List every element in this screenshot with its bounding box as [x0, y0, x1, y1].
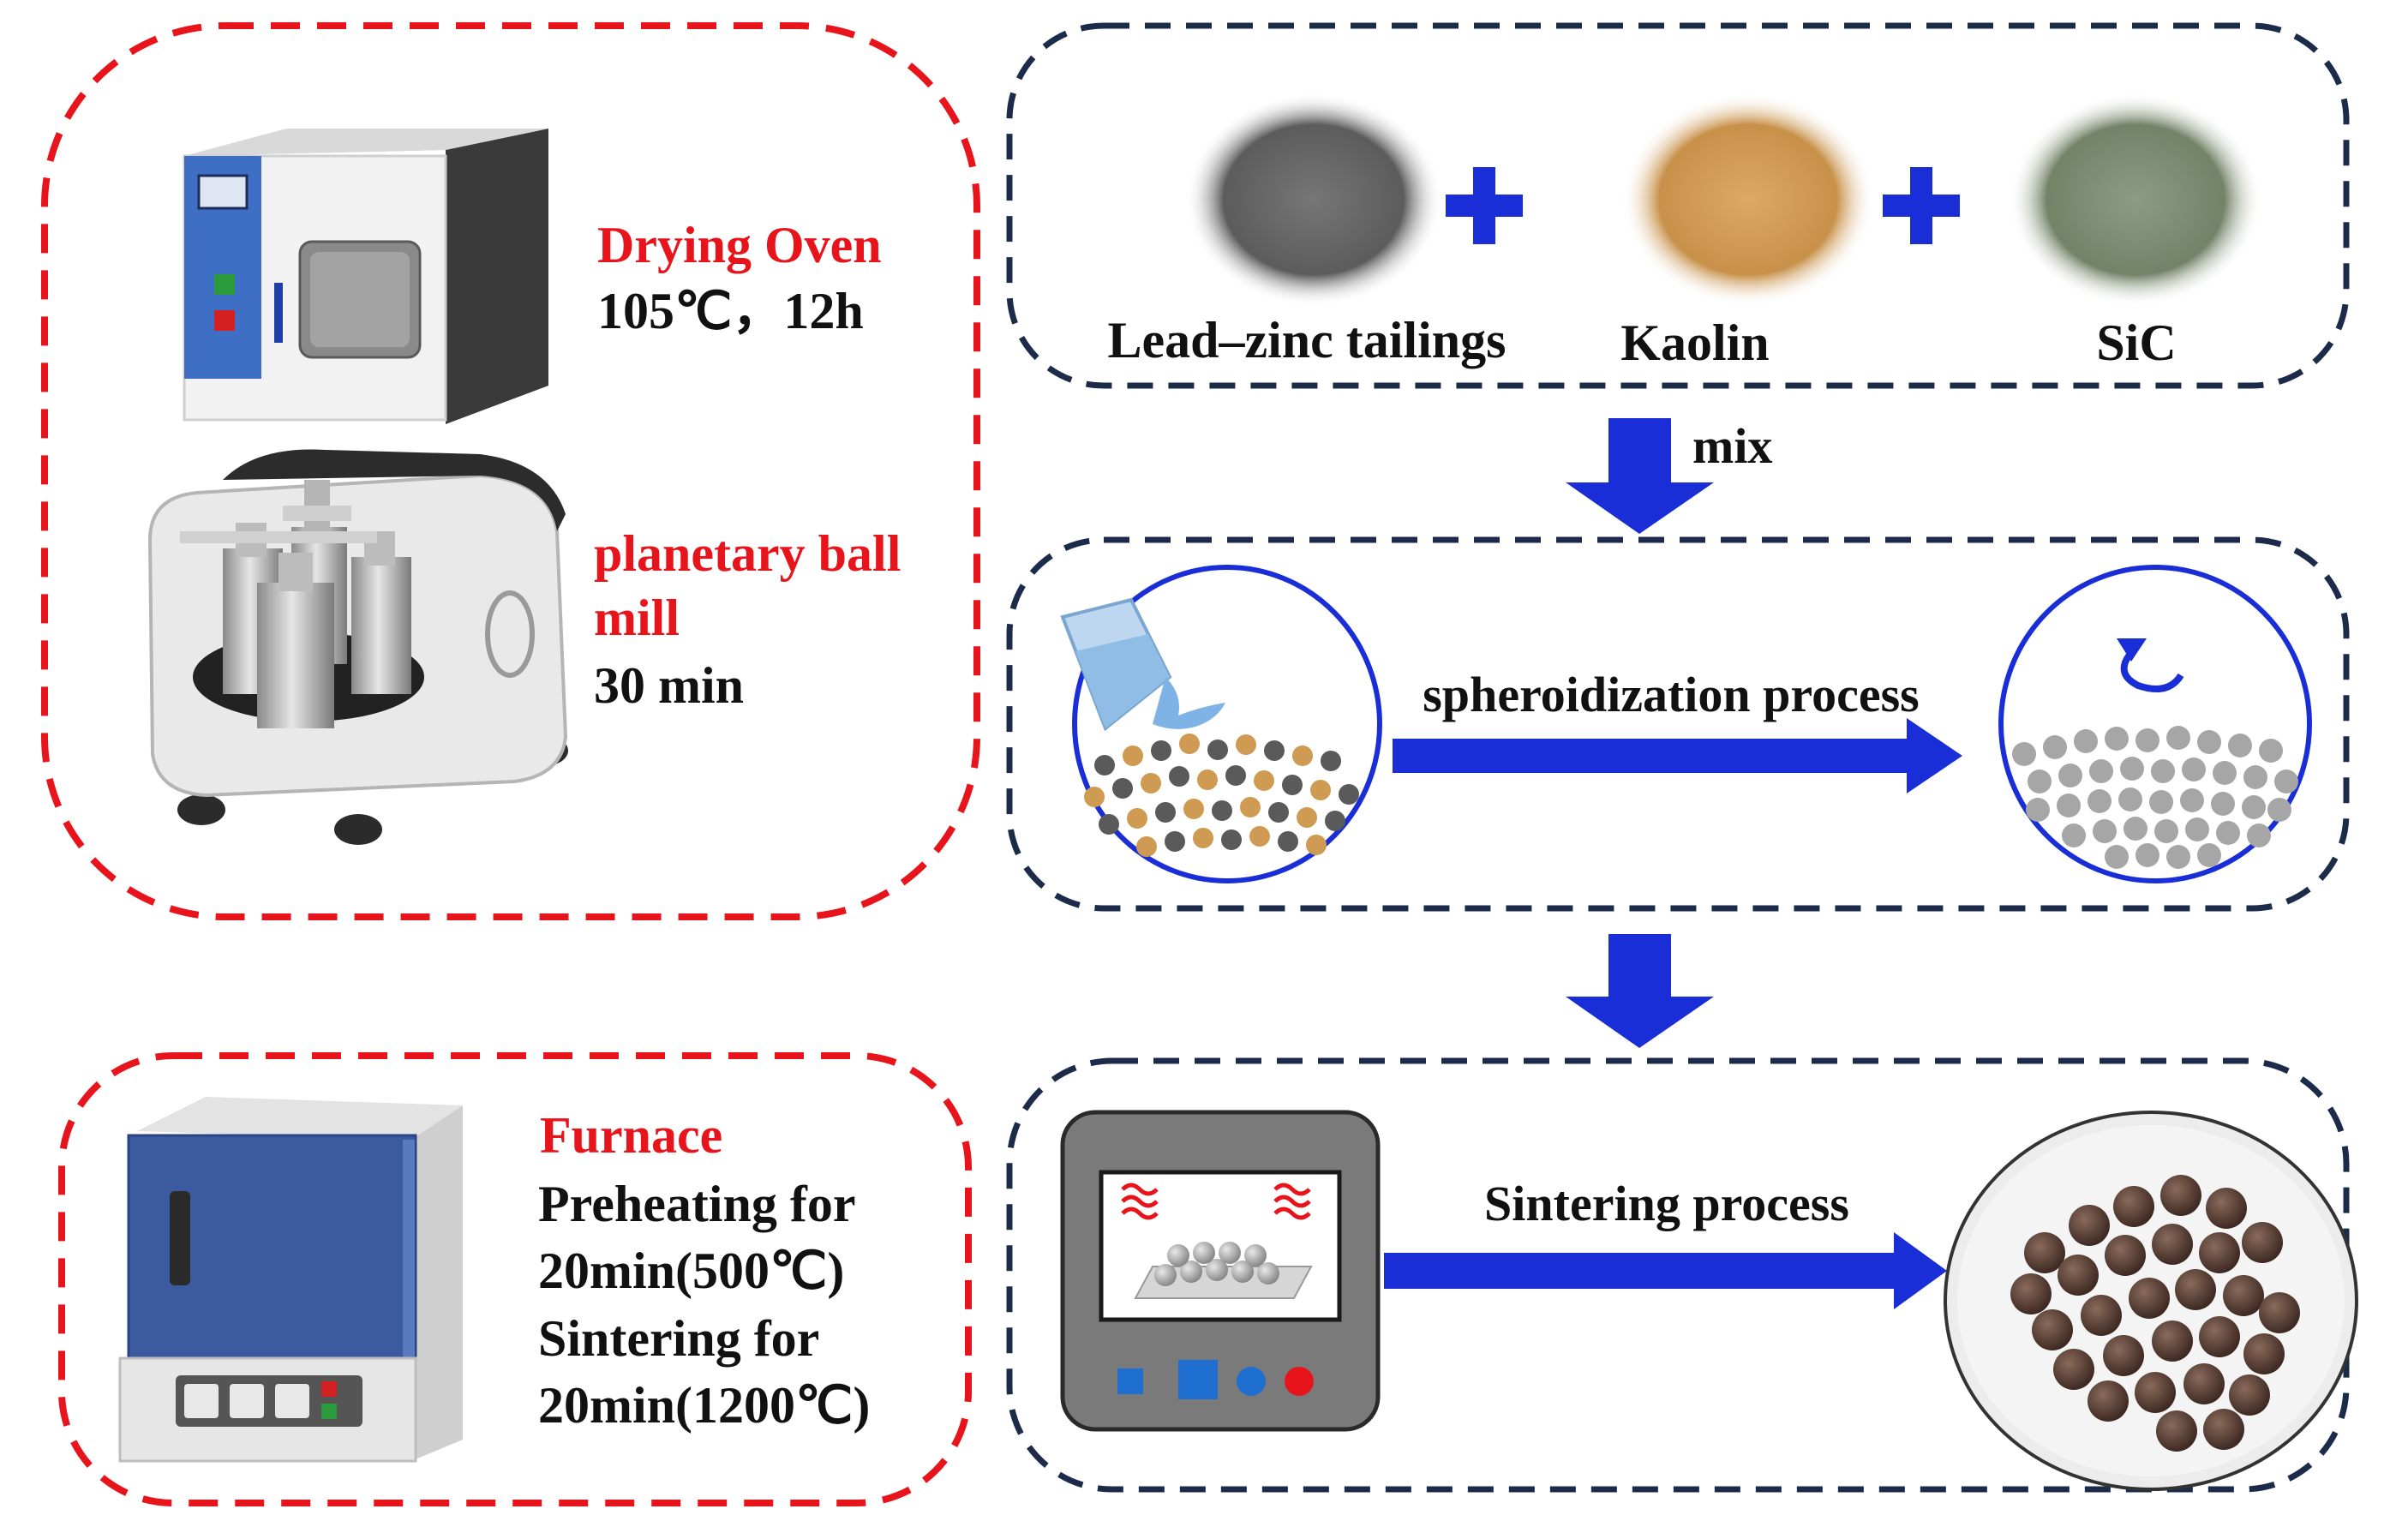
rotation-arrow-icon	[2120, 647, 2184, 692]
pouring-beaker-icon	[1060, 597, 1225, 732]
plus-icon	[1883, 167, 1960, 244]
mixed-particles	[1084, 734, 1359, 857]
sic-powder-icon	[2009, 93, 2262, 307]
material-label-sic: SiC	[2096, 314, 2176, 371]
mill-title-line1: planetary ball	[594, 525, 901, 582]
muffle-furnace-icon	[118, 1097, 463, 1463]
oven-title: Drying Oven	[597, 217, 882, 273]
material-label-kaolin: Kaolin	[1620, 314, 1769, 371]
mill-condition: 30 min	[594, 657, 744, 714]
spheroidized-granules	[2012, 726, 2298, 869]
sintering-label: Sintering process	[1484, 1176, 1849, 1231]
equipment-frame	[41, 22, 980, 920]
oven-condition: 105℃，12h	[597, 283, 864, 339]
furnace-line2: 20min(500℃)	[538, 1243, 844, 1299]
mill-title-line2: mill	[594, 590, 680, 646]
furnace-line4: 20min(1200℃)	[538, 1377, 870, 1434]
sintered-ceramsite-icon	[1944, 1111, 2358, 1491]
spheroidization-label: spheroidization process	[1423, 667, 1920, 722]
raw-materials-frame	[1006, 22, 2350, 389]
furnace-frame	[58, 1052, 972, 1506]
mix-down-arrow	[1566, 418, 1714, 534]
tailings-powder-icon	[1185, 93, 1442, 307]
kaolin-powder-icon	[1621, 93, 1875, 307]
drying-oven-icon	[183, 129, 548, 424]
furnace-line3: Sintering for	[538, 1310, 819, 1367]
furnace-title: Furnace	[540, 1107, 722, 1164]
mix-label: mix	[1692, 418, 1772, 474]
plus-icon	[1446, 167, 1523, 244]
sintering-arrow	[1384, 1232, 1947, 1309]
spheroidization-frame	[1006, 536, 2350, 912]
planetary-ball-mill-icon	[147, 449, 568, 845]
rotation-arrowhead-icon	[2117, 638, 2147, 662]
furnace-line1: Preheating for	[538, 1176, 855, 1232]
sintering-furnace-icon	[1060, 1110, 1381, 1432]
down-arrow	[1566, 934, 1714, 1048]
material-label-tailings: Lead–zinc tailings	[1107, 312, 1506, 368]
spheroidization-arrow	[1393, 718, 1962, 793]
